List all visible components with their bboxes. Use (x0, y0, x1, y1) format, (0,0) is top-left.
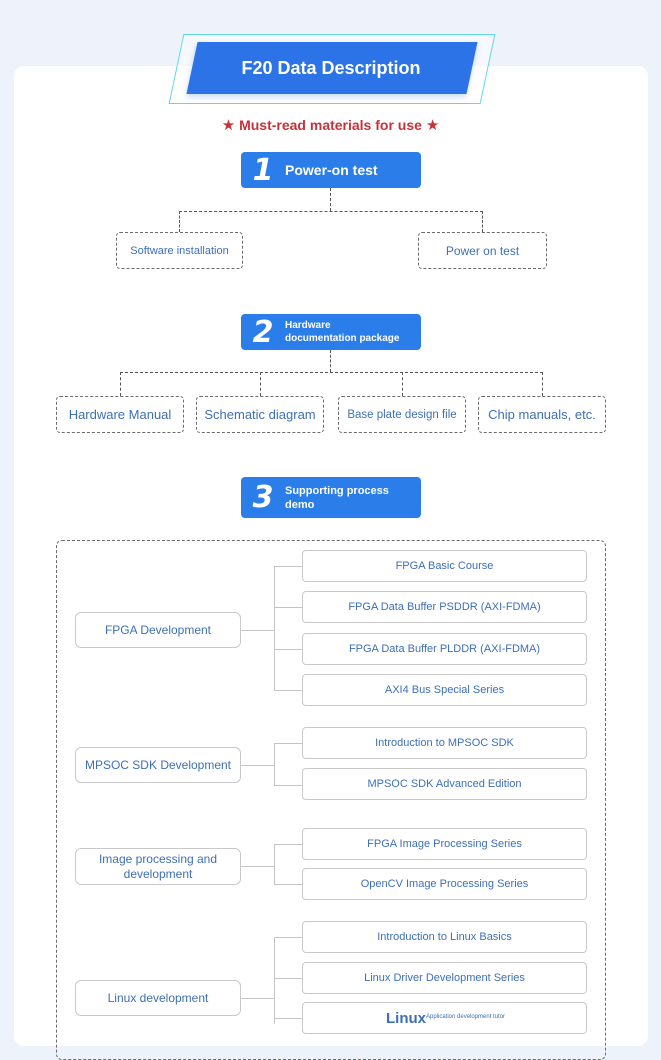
connector (274, 566, 302, 567)
category-image-processing: Image processing and development (75, 848, 241, 885)
connector (274, 690, 302, 691)
connector (120, 372, 121, 396)
connector (241, 998, 275, 999)
connector (274, 1018, 302, 1019)
connector (274, 649, 302, 650)
connector (330, 350, 331, 372)
item-linux-driver-development-series: Linux Driver Development Series (302, 962, 587, 994)
connector (542, 372, 543, 396)
section-number: 3 (252, 480, 274, 515)
section-1-header: 1 Power-on test (241, 152, 421, 188)
category-label: development (123, 866, 193, 881)
connector (274, 566, 275, 690)
item-mpsoc-sdk-advanced-edition: MPSOC SDK Advanced Edition (302, 768, 587, 800)
section-3-header: 3 Supporting process demo (241, 477, 421, 518)
item-axi4-bus-special-series: AXI4 Bus Special Series (302, 674, 587, 706)
connector (482, 211, 483, 232)
star-icon: ★ (425, 117, 440, 134)
item-fpga-data-buffer-plddr: FPGA Data Buffer PLDDR (AXI-FDMA) (302, 633, 587, 665)
section-1-label: Power-on test (285, 162, 378, 178)
item-introduction-to-mpsoc-sdk: Introduction to MPSOC SDK (302, 727, 587, 759)
category-linux-development: Linux development (75, 980, 241, 1016)
item-fpga-image-processing-series: FPGA Image Processing Series (302, 828, 587, 860)
connector (274, 937, 302, 938)
linux-logo: Linux (386, 1010, 426, 1027)
connector (241, 630, 275, 631)
must-read-heading: ★ Must-read materials for use ★ (0, 116, 661, 134)
connector (260, 372, 261, 396)
section-number: 1 (252, 152, 274, 188)
must-read-text: Must-read materials for use (239, 117, 422, 133)
item-base-plate-design-file: Base plate design file (338, 396, 466, 433)
page-title: F20 Data Description (241, 58, 421, 78)
category-fpga-development: FPGA Development (75, 612, 241, 648)
section-2-header: 2 Hardware documentation package (241, 314, 421, 350)
connector (241, 765, 275, 766)
item-fpga-data-buffer-psddr: FPGA Data Buffer PSDDR (AXI-FDMA) (302, 591, 587, 623)
connector (179, 211, 180, 232)
connector (274, 607, 302, 608)
item-introduction-to-linux-basics: Introduction to Linux Basics (302, 921, 587, 953)
connector (274, 937, 275, 1024)
section-3-label: Supporting process (285, 484, 389, 497)
connector (120, 372, 543, 373)
connector (274, 743, 275, 785)
connector (402, 372, 403, 396)
connector (241, 866, 275, 867)
item-power-on-test: Power on test (418, 232, 547, 269)
connector (274, 785, 302, 786)
connector (179, 211, 483, 212)
section-2-label: documentation package (285, 333, 400, 344)
linux-logo-caption: Application development tutor (426, 1014, 506, 1020)
item-chip-manuals: Chip manuals, etc. (478, 396, 606, 433)
item-opencv-image-processing-series: OpenCV Image Processing Series (302, 868, 587, 900)
section-number: 2 (252, 314, 274, 350)
section-3-label: demo (285, 498, 315, 511)
category-mpsoc-sdk-development: MPSOC SDK Development (75, 747, 241, 783)
item-software-installation: Software installation (116, 232, 243, 269)
connector (274, 743, 302, 744)
connector (274, 978, 302, 979)
star-icon: ★ (221, 117, 236, 134)
section-2-label: Hardware (285, 320, 331, 331)
connector (330, 188, 331, 211)
item-fpga-basic-course: FPGA Basic Course (302, 550, 587, 582)
connector (274, 884, 302, 885)
item-hardware-manual: Hardware Manual (56, 396, 184, 433)
connector (274, 844, 302, 845)
category-label: Image processing and (98, 851, 218, 866)
item-schematic-diagram: Schematic diagram (196, 396, 324, 433)
connector (274, 844, 275, 884)
